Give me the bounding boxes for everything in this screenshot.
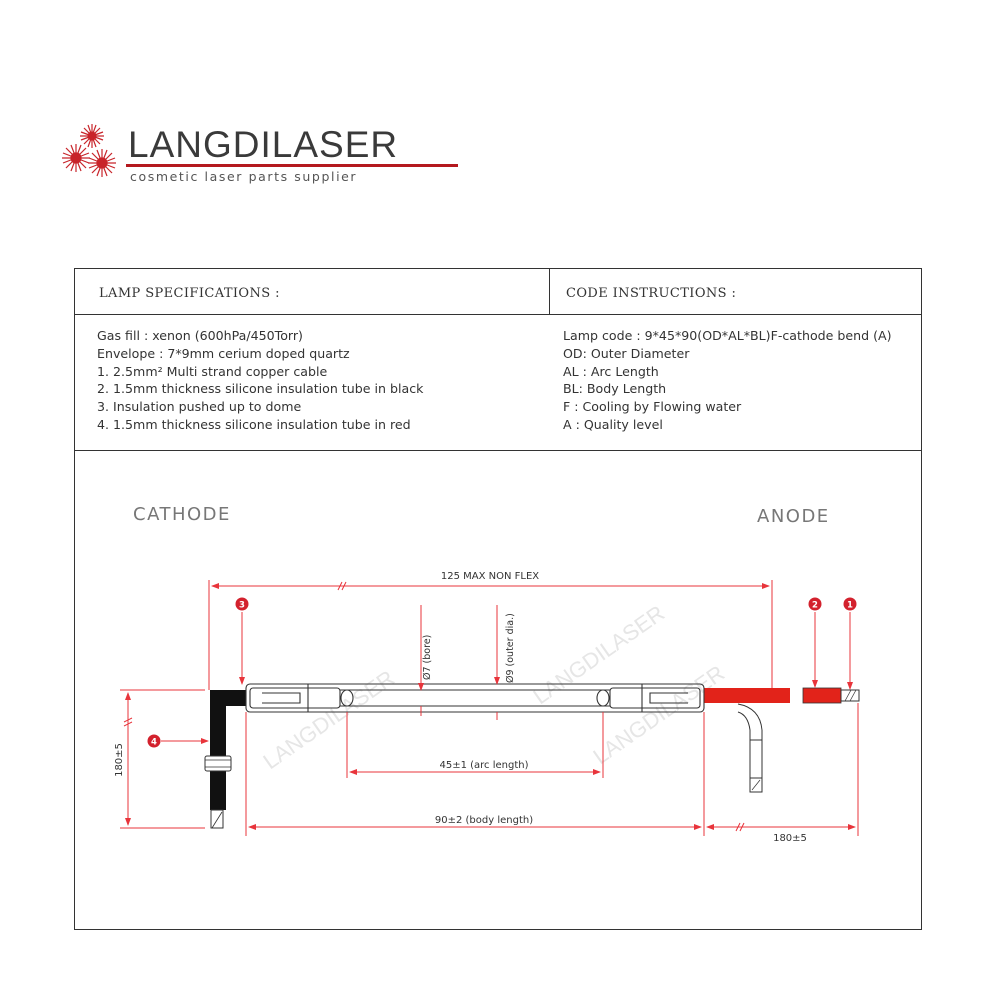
- lamp-diagram-panel: [74, 450, 922, 930]
- lamp-tube: [245, 683, 705, 713]
- spec-line: 3. Insulation pushed up to dome: [97, 399, 302, 415]
- logo-brand-name: LANGDILASER: [128, 124, 399, 165]
- dim-arc-length: 45±1 (arc length): [346, 712, 604, 778]
- callout-2: 2: [808, 597, 822, 688]
- body-length-label: 90±2 (body length): [435, 815, 533, 826]
- lamp-specifications-list: Gas fill : xenon (600hPa/450Torr) Envelo…: [97, 327, 423, 434]
- spec-line: 2. 1.5mm thickness silicone insulation t…: [97, 381, 424, 397]
- spec-line: Envelope : 7*9mm cerium doped quartz: [97, 345, 350, 361]
- logo-tagline: cosmetic laser parts supplier: [130, 169, 358, 184]
- anode-lead: [703, 687, 860, 793]
- spec-line: 1. 2.5mm² Multi strand copper cable: [97, 363, 328, 379]
- callout-3: 3: [235, 597, 249, 685]
- lamp-specifications-header: LAMP SPECIFICATIONS :: [99, 286, 280, 301]
- code-line: AL : Arc Length: [563, 363, 659, 379]
- watermark-text: LANGDILASER: [259, 665, 400, 774]
- watermark-group: LANGDILASER LANGDILASER LANGDILASER: [259, 600, 730, 774]
- dim-max-non-flex: 125 MAX NON FLEX: [208, 571, 773, 690]
- callout-4-number: 4: [151, 738, 157, 748]
- watermark-text: LANGDILASER: [589, 660, 730, 769]
- arc-length-label: 45±1 (arc length): [439, 760, 528, 771]
- specification-table: LAMP SPECIFICATIONS : CODE INSTRUCTIONS …: [74, 268, 922, 451]
- callout-2-number: 2: [812, 601, 818, 611]
- anode-lead-label: 180±5: [773, 833, 807, 844]
- code-line: BL: Body Length: [563, 381, 667, 397]
- company-logo: LANGDILASER cosmetic laser parts supplie…: [58, 118, 458, 188]
- callout-3-number: 3: [239, 601, 245, 611]
- code-line: A : Quality level: [563, 416, 663, 432]
- logo-underline: [126, 164, 458, 167]
- callout-4: 4: [147, 734, 209, 748]
- dim-max-non-flex-label: 125 MAX NON FLEX: [441, 571, 539, 582]
- cathode-label: CATHODE: [133, 504, 231, 525]
- bore-label: Ø7 (bore): [422, 635, 433, 680]
- outer-diameter-indicator: Ø9 (outer dia.): [494, 605, 516, 720]
- code-line: Lamp code : 9*45*90(OD*AL*BL)F-cathode b…: [563, 328, 892, 343]
- spec-line: Gas fill : xenon (600hPa/450Torr): [97, 328, 303, 343]
- callout-1: 1: [843, 597, 857, 690]
- dim-cathode-lead: 180±5: [114, 689, 205, 829]
- cathode-lead-label: 180±5: [114, 743, 125, 777]
- laser-burst-icon: [62, 124, 116, 177]
- header-divider: [549, 269, 550, 314]
- spec-line: 4. 1.5mm thickness silicone insulation t…: [97, 416, 411, 432]
- code-line: F : Cooling by Flowing water: [563, 399, 742, 415]
- code-instructions-header: CODE INSTRUCTIONS :: [566, 286, 737, 301]
- dim-body-length: 90±2 (body length): [245, 712, 705, 836]
- callout-1-number: 1: [847, 601, 853, 611]
- outer-diameter-label: Ø9 (outer dia.): [505, 613, 516, 683]
- anode-label: ANODE: [757, 506, 830, 527]
- dim-anode-lead: 180±5: [706, 703, 859, 844]
- cathode-lead: [204, 690, 246, 829]
- code-instructions-list: Lamp code : 9*45*90(OD*AL*BL)F-cathode b…: [563, 327, 892, 434]
- header-rule: [75, 314, 921, 315]
- code-line: OD: Outer Diameter: [563, 345, 690, 361]
- bore-indicator: Ø7 (bore): [418, 605, 433, 716]
